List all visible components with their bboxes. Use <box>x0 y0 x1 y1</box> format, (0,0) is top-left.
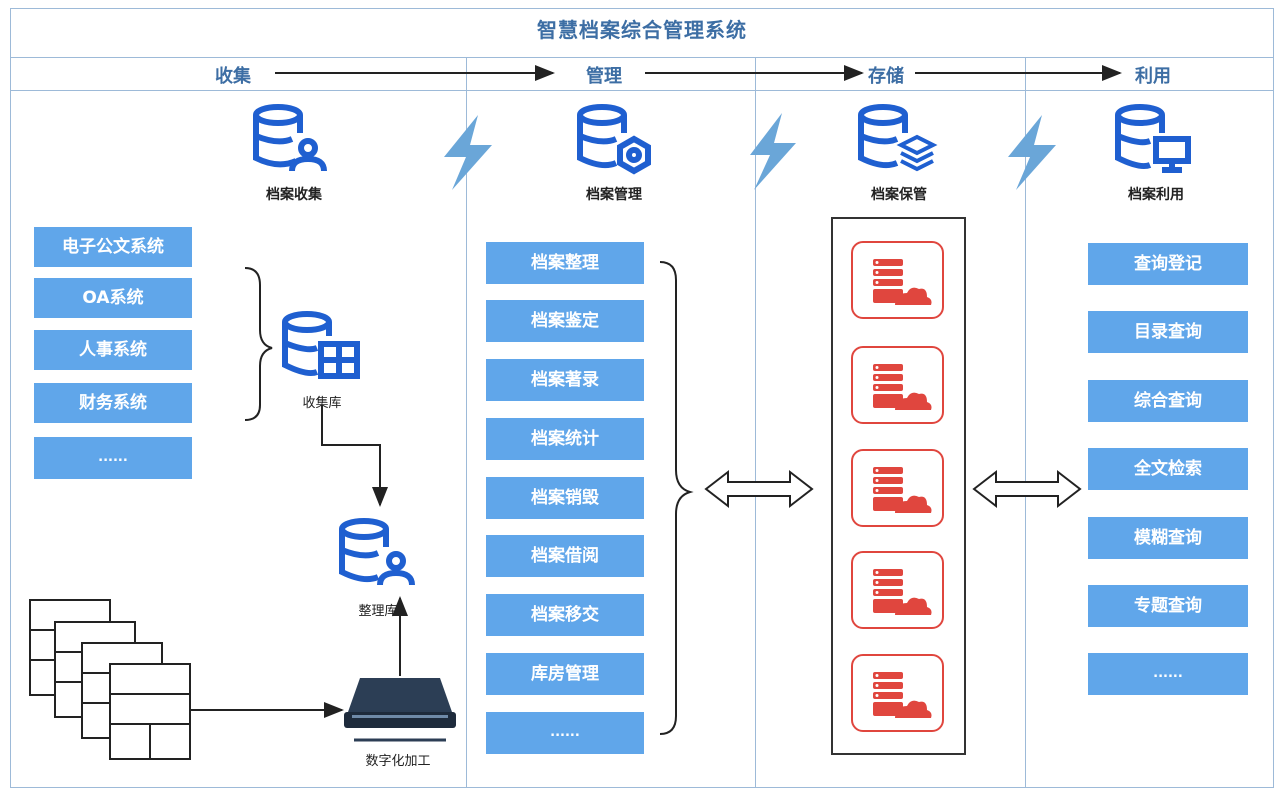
manage-item: 档案统计 <box>486 418 644 460</box>
cloud-server-icon <box>851 241 944 319</box>
section-label-use: 档案利用 <box>1128 187 1184 203</box>
manage-bracket <box>659 261 694 735</box>
section-label-store: 档案保管 <box>871 187 927 203</box>
stage-divider <box>10 90 1274 91</box>
manage-item: 档案鉴定 <box>486 300 644 342</box>
stage-manage: 管理 <box>586 66 622 87</box>
column-divider-1 <box>466 58 467 788</box>
diagram-title: 智慧档案综合管理系统 <box>537 18 747 42</box>
column-divider-3 <box>1025 58 1026 788</box>
header-divider <box>10 57 1274 58</box>
lightning-icon <box>444 115 492 190</box>
stage-store: 存储 <box>868 66 904 87</box>
collect-source-item: 财务系统 <box>34 383 192 423</box>
manage-store-double-arrow <box>704 469 814 509</box>
cloud-server-icon <box>851 551 944 629</box>
lightning-icon <box>750 113 796 190</box>
manage-item: 档案销毁 <box>486 477 644 519</box>
collect-to-organize-line <box>321 405 388 507</box>
manage-item: 档案整理 <box>486 242 644 284</box>
collect-db-label: 收集库 <box>302 396 342 411</box>
collect-db-icon <box>282 311 360 379</box>
section-label-collect: 档案收集 <box>266 187 322 203</box>
use-item: ...... <box>1088 653 1248 695</box>
use-item: 查询登记 <box>1088 243 1248 285</box>
use-item: 全文检索 <box>1088 448 1248 490</box>
manage-item: 档案移交 <box>486 594 644 636</box>
stage-use: 利用 <box>1135 66 1171 87</box>
use-item: 专题查询 <box>1088 585 1248 627</box>
stage-collect: 收集 <box>215 66 251 87</box>
use-database-icon <box>1115 104 1191 173</box>
collect-source-item: 人事系统 <box>34 330 192 370</box>
organize-db-icon <box>339 518 415 586</box>
manage-item: ...... <box>486 712 644 754</box>
paper-documents-icon <box>29 599 191 760</box>
manage-item: 档案著录 <box>486 359 644 401</box>
use-item: 模糊查询 <box>1088 517 1248 559</box>
column-divider-2 <box>755 58 756 788</box>
collect-source-item: ...... <box>34 437 192 479</box>
manage-item: 档案借阅 <box>486 535 644 577</box>
manage-item: 库房管理 <box>486 653 644 695</box>
lightning-icon <box>1008 115 1056 190</box>
cloud-server-icon <box>851 346 944 424</box>
collect-source-item: 电子公文系统 <box>34 227 192 267</box>
use-item: 综合查询 <box>1088 380 1248 422</box>
section-label-manage: 档案管理 <box>586 187 642 203</box>
collect-bracket <box>244 267 273 421</box>
cloud-server-icon <box>851 654 944 732</box>
cloud-server-icon <box>851 449 944 527</box>
store-use-double-arrow <box>972 469 1082 509</box>
use-item: 目录查询 <box>1088 311 1248 353</box>
manage-database-icon <box>577 104 651 175</box>
storage-container <box>831 217 966 755</box>
diagram-frame <box>10 8 1274 788</box>
collect-database-icon <box>253 104 327 172</box>
collect-source-item: OA系统 <box>34 278 192 318</box>
organize-db-label: 整理库 <box>358 604 398 619</box>
scanner-icon <box>344 678 456 742</box>
digitize-label: 数字化加工 <box>365 754 431 769</box>
store-database-icon <box>858 104 938 172</box>
